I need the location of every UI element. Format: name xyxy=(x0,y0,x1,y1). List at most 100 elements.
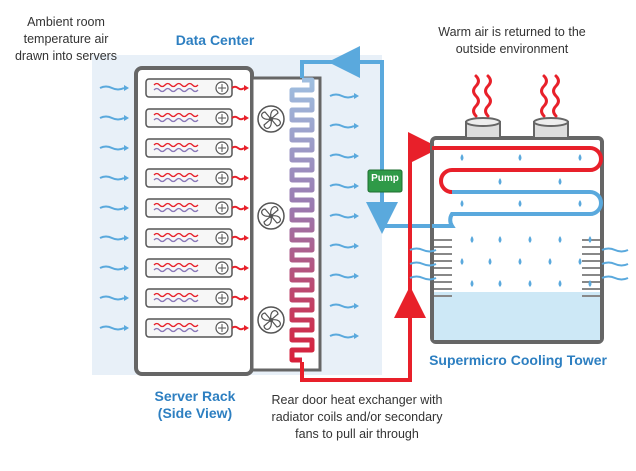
hot-air-arrow xyxy=(231,295,245,301)
rear-door-label: Rear door heat exchanger with radiator c… xyxy=(252,392,462,443)
arrow-head xyxy=(244,325,249,331)
hot-air-arrow xyxy=(231,85,245,91)
arrow-head xyxy=(354,183,359,189)
water-droplet-icon xyxy=(460,154,464,161)
arrow-head xyxy=(124,205,129,211)
fan-blades xyxy=(218,174,226,182)
server-heat-wave xyxy=(153,262,199,268)
water-droplet-icon xyxy=(498,178,502,185)
arrow-head xyxy=(244,85,249,91)
water-droplet-icon xyxy=(558,236,562,243)
water-droplet-icon xyxy=(498,236,502,243)
wave-arrow-icon xyxy=(601,275,629,281)
hot-air-arrow xyxy=(231,145,245,151)
hot-air-arrow xyxy=(231,205,245,211)
server-heat-wave xyxy=(153,112,199,118)
water-droplet-icon xyxy=(528,280,532,287)
server-heat-wave xyxy=(153,267,199,273)
wave-arrow-icon xyxy=(329,333,355,339)
hot-air-arrow xyxy=(231,265,245,271)
heat-exchanger-coil xyxy=(289,77,315,363)
wave-arrow-icon xyxy=(329,213,355,219)
wave-arrow-icon xyxy=(99,325,125,331)
wave-arrow-icon xyxy=(409,275,437,281)
tower-water-basin xyxy=(434,292,600,340)
wave-arrow-icon xyxy=(329,153,355,159)
arrow-head xyxy=(124,115,129,121)
fan-blades xyxy=(218,84,226,92)
fan-blades xyxy=(218,264,226,272)
hot-air-arrow xyxy=(231,115,245,121)
wave-arrow-icon xyxy=(99,145,125,151)
warm-air-label: Warm air is returned to the outside envi… xyxy=(412,24,612,58)
wave-arrow-icon xyxy=(99,295,125,301)
wave-arrow-icon xyxy=(329,273,355,279)
water-droplets xyxy=(460,154,592,287)
wave-arrow-icon xyxy=(99,235,125,241)
cold-water-pipe xyxy=(300,60,432,228)
steam-icon xyxy=(472,74,480,118)
arrow-head xyxy=(354,213,359,219)
fan-blades xyxy=(218,204,226,212)
wave-arrow-icon xyxy=(329,93,355,99)
ambient-line-1: Ambient room xyxy=(27,15,105,29)
arrow-head xyxy=(124,175,129,181)
arrow-head xyxy=(124,85,129,91)
rear-line-2: radiator coils and/or secondary xyxy=(271,410,443,424)
server-heat-wave xyxy=(153,147,199,153)
arrow-head xyxy=(124,325,129,331)
water-droplet-icon xyxy=(488,258,492,265)
arrow-head xyxy=(354,243,359,249)
server-rack-title: Server Rack (Side View) xyxy=(140,388,250,422)
rear-line-3: fans to pull air through xyxy=(295,427,419,441)
arrow-head xyxy=(124,265,129,271)
tower-hot-coil xyxy=(432,146,603,194)
fan-blades xyxy=(218,114,226,122)
warm-line-1: Warm air is returned to the xyxy=(438,25,586,39)
wave-arrow-icon xyxy=(99,85,125,91)
wave-arrow-icon xyxy=(99,205,125,211)
arrow-head xyxy=(244,175,249,181)
server-heat-wave xyxy=(153,207,199,213)
wave-arrow-icon xyxy=(409,261,437,267)
server-heat-wave xyxy=(153,202,199,208)
wave-arrow-icon xyxy=(99,265,125,271)
server-heat-wave xyxy=(153,322,199,328)
tower-outlet-top xyxy=(465,117,501,127)
server-heat-wave xyxy=(153,87,199,93)
water-droplet-icon xyxy=(518,200,522,207)
water-droplet-icon xyxy=(470,280,474,287)
arrow-head xyxy=(244,115,249,121)
hot-air-arrow xyxy=(231,325,245,331)
fan-icon xyxy=(257,306,285,334)
arrow-head xyxy=(124,295,129,301)
hot-air-arrow xyxy=(231,175,245,181)
arrow-head xyxy=(354,123,359,129)
water-droplet-icon xyxy=(558,178,562,185)
water-droplet-icon xyxy=(460,258,464,265)
water-droplet-icon xyxy=(578,200,582,207)
wave-arrow-icon xyxy=(601,247,629,253)
wave-arrow-icon xyxy=(601,261,629,267)
water-droplet-icon xyxy=(528,236,532,243)
steam-icon xyxy=(484,74,492,118)
rear-line-1: Rear door heat exchanger with xyxy=(271,393,443,407)
data-center-title: Data Center xyxy=(175,32,255,48)
steam-icon xyxy=(540,74,548,118)
arrow-head xyxy=(124,235,129,241)
hot-air-arrows xyxy=(231,85,249,331)
fan-blades xyxy=(218,324,226,332)
fan-icon xyxy=(257,105,285,133)
ambient-line-2: temperature air xyxy=(23,32,109,46)
water-droplet-icon xyxy=(470,236,474,243)
steam-icon xyxy=(552,74,560,118)
fan-icon xyxy=(257,202,285,230)
tower-outlet-top xyxy=(533,117,569,127)
ambient-line-3: drawn into servers xyxy=(14,49,118,63)
water-droplet-icon xyxy=(588,236,592,243)
arrow-head xyxy=(354,273,359,279)
pump-label: Pump xyxy=(371,173,399,184)
arrow-head xyxy=(124,145,129,151)
